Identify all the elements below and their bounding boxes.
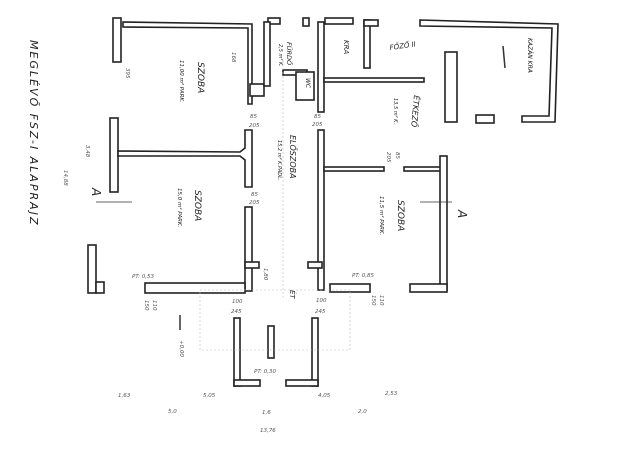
dimension-label: 205 <box>249 123 260 129</box>
room-etkezo: ÉTKEZŐ <box>409 95 423 129</box>
floor-level-label: PT: 0,30 <box>254 369 277 375</box>
dimension-label: 395 <box>124 68 130 79</box>
dimension-label: 168 <box>230 52 236 63</box>
walls <box>87 17 559 387</box>
dimension-label: 100 <box>232 299 243 305</box>
dimension-label: 2,53 <box>385 391 398 397</box>
room-kra: KRA <box>342 40 350 54</box>
dimension-label: 1,80 <box>262 268 268 281</box>
dimension-label: 100 <box>316 298 327 304</box>
dimension-label: 110 <box>151 300 157 311</box>
room-szoba-right: SZOBA <box>395 200 405 231</box>
dimension-label: 14,88 <box>62 170 68 186</box>
total-dimension-label: 13,76 <box>260 428 276 434</box>
dimension-label: 205 <box>249 200 260 206</box>
room-szoba-left: SZOBA <box>192 190 202 221</box>
dimension-label: 150 <box>143 300 149 311</box>
height-label: +0,00 <box>178 340 184 357</box>
dimension-label: 1,63 <box>118 393 131 399</box>
room-szoba-top: SZOBA <box>195 62 205 93</box>
dimension-label: 5,05 <box>203 393 216 399</box>
room-eloszoba-area: 15,2 m² K.PADL. <box>276 140 282 180</box>
room-szoba-right-area: 11,5 m² PARK. <box>378 196 385 236</box>
room-eloszoba: ELŐSZOBA <box>288 135 298 179</box>
room-labels: SZOBA 11,00 m² PARK. SZOBA 15,0 m² PARK.… <box>89 38 533 299</box>
floor-level-label: PT: 0,53 <box>132 274 155 280</box>
room-et: ÉT <box>288 290 297 299</box>
floor-level-label: PT: 0,85 <box>352 273 375 279</box>
dimension-label: 205 <box>312 122 323 128</box>
dimension-label: 5,0 <box>168 409 177 415</box>
dimension-label: 110 <box>378 295 384 306</box>
dimension-label: 85 <box>251 192 258 198</box>
dimension-label: 245 <box>231 309 242 315</box>
dimension-label: 2,0 <box>358 409 367 415</box>
dimension-label: 1,6 <box>262 410 271 416</box>
dimension-label: 4,05 <box>318 393 331 399</box>
dimension-label: 205 <box>385 152 391 163</box>
dimension-label: 3,48 <box>84 145 90 158</box>
dimension-labels: 85 205 85 205 85 205 85 205 100 245 100 … <box>62 52 400 434</box>
dimension-label: 245 <box>315 309 326 315</box>
dimension-label: 85 <box>394 152 400 159</box>
section-marker-left: A <box>89 187 103 196</box>
plan-title: MEGLÉVŐ FSZ-I ALAPRAJZ <box>27 40 41 227</box>
room-fozo: FŐZŐ II <box>389 39 416 52</box>
room-szoba-left-area: 15,0 m² PARK. <box>176 188 183 228</box>
dimension-label: 85 <box>250 114 257 120</box>
room-kazan-kra: KAZÁN KRA <box>526 38 533 73</box>
dimension-label: 85 <box>314 114 321 120</box>
room-etkezo-area: 13,5 m² K. <box>392 98 398 124</box>
room-furdo: FÜRDŐ <box>285 42 294 66</box>
room-furdo-area: 2,5 m² K. <box>277 44 283 67</box>
room-wc: WC <box>304 78 311 89</box>
dimension-label: 150 <box>370 295 376 306</box>
section-marker-right: A <box>455 209 469 218</box>
room-szoba-top-area: 11,00 m² PARK. <box>178 60 185 103</box>
